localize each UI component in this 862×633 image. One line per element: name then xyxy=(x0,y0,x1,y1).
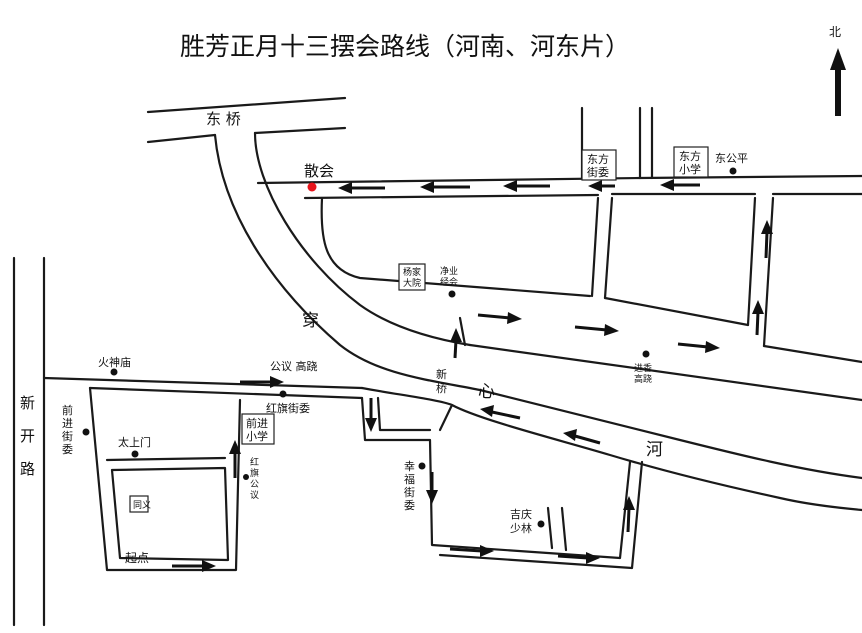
box-label: 东方 xyxy=(679,149,701,163)
place-marker xyxy=(279,390,287,398)
place-marker xyxy=(418,462,426,470)
end-point-marker xyxy=(307,182,317,192)
place-marker xyxy=(110,368,118,376)
place-marker xyxy=(448,290,456,298)
river-label-chuan: 穿 xyxy=(302,311,319,331)
road-label-xinkai-3: 路 xyxy=(20,460,35,478)
box-tongyi: 同义 xyxy=(129,495,151,513)
box-label: 小学 xyxy=(246,429,268,443)
route-arrow xyxy=(365,398,377,432)
place-marker xyxy=(537,520,545,528)
route-arrows xyxy=(172,179,773,572)
place-jingye: 净业 xyxy=(440,265,458,277)
place-xingfu-1: 幸 xyxy=(404,460,415,473)
place-jinghui: 经会 xyxy=(440,276,458,288)
place-qianjin-4: 委 xyxy=(62,443,73,456)
route-arrow xyxy=(660,179,700,191)
end-point-label: 散会 xyxy=(304,162,334,180)
box-yangjia-dayuan: 杨家 大院 xyxy=(398,263,426,291)
route-arrow xyxy=(503,180,550,192)
box-label: 同义 xyxy=(133,500,151,511)
river-label-he: 河 xyxy=(646,440,663,460)
bridge-label-xin: 新 xyxy=(436,367,447,381)
route-arrow xyxy=(477,312,522,324)
route-arrow xyxy=(240,376,284,388)
place-xingfu-2: 福 xyxy=(404,472,415,486)
road-label-xinkai-1: 新 xyxy=(20,394,35,412)
map-title: 胜芳正月十三摆会路线（河南、河东片） xyxy=(180,32,630,61)
place-taishangmen: 太上门 xyxy=(118,435,151,449)
place-donggongping: 东公平 xyxy=(715,152,748,165)
route-arrow xyxy=(450,328,462,359)
place-marker xyxy=(82,428,90,436)
north-label: 北 xyxy=(829,25,841,39)
box-label: 杨家 xyxy=(403,266,421,278)
route-arrow xyxy=(229,440,241,478)
route-arrow xyxy=(480,405,521,420)
route-arrow xyxy=(563,429,601,445)
start-point-label: 起点 xyxy=(125,551,149,565)
place-xingfu-4: 委 xyxy=(404,499,415,512)
box-label: 东方 xyxy=(587,152,609,166)
route-arrow xyxy=(752,300,764,336)
route-arrow xyxy=(574,324,619,336)
box-label: 前进 xyxy=(246,416,268,430)
place-jinxiang: 进香 xyxy=(634,363,652,374)
road-label-east-bridge: 东 桥 xyxy=(206,110,241,128)
place-hongqi-gongyi-3: 公 xyxy=(250,479,259,490)
place-marker xyxy=(729,167,737,175)
place-gaoqiao: 高跷 xyxy=(634,373,652,385)
route-arrow xyxy=(677,341,720,353)
route-arrow xyxy=(623,496,635,533)
box-label: 街委 xyxy=(587,165,609,179)
place-huoshenmiao: 火神庙 xyxy=(98,355,131,369)
box-dongfang-xiaoxue: 东方 小学 xyxy=(673,146,709,178)
route-arrow xyxy=(761,220,773,259)
place-jiqing: 吉庆 xyxy=(510,507,532,521)
north-arrow-icon: 北 xyxy=(829,25,846,116)
box-label: 大院 xyxy=(403,277,421,289)
road-label-xinkai-2: 开 xyxy=(20,427,35,445)
place-qianjin-1: 前 xyxy=(62,403,73,417)
place-hongqi-gongyi-2: 旗 xyxy=(250,467,259,479)
route-arrow xyxy=(420,181,470,193)
route-arrow xyxy=(338,182,385,194)
place-marker xyxy=(243,474,249,480)
place-hongqi-gongyi-4: 议 xyxy=(250,490,259,501)
place-shaolin: 少林 xyxy=(510,521,532,535)
bridge-label-qiao: 桥 xyxy=(436,382,447,395)
route-arrow xyxy=(588,180,615,192)
place-gongyi-gaoqiao: 公议 高跷 xyxy=(270,359,318,373)
box-qianjin-xiaoxue: 前进 小学 xyxy=(241,413,275,445)
box-dongfang-jiewei: 东方 街委 xyxy=(581,149,617,181)
route-arrow xyxy=(449,545,494,557)
place-marker xyxy=(642,350,650,358)
box-label: 小学 xyxy=(679,162,701,176)
route-arrow xyxy=(172,560,216,572)
route-arrow xyxy=(426,472,438,504)
place-marker xyxy=(131,450,139,458)
place-xingfu-3: 街 xyxy=(404,485,415,499)
river-label-xin: 心 xyxy=(478,382,495,402)
place-hongqi-jiewei: 红旗街委 xyxy=(266,401,310,415)
road-network xyxy=(12,96,862,627)
place-qianjin-2: 进 xyxy=(62,417,73,430)
place-hongqi-gongyi-1: 红 xyxy=(250,456,259,468)
place-qianjin-3: 街 xyxy=(62,429,73,443)
route-arrow xyxy=(557,552,600,564)
